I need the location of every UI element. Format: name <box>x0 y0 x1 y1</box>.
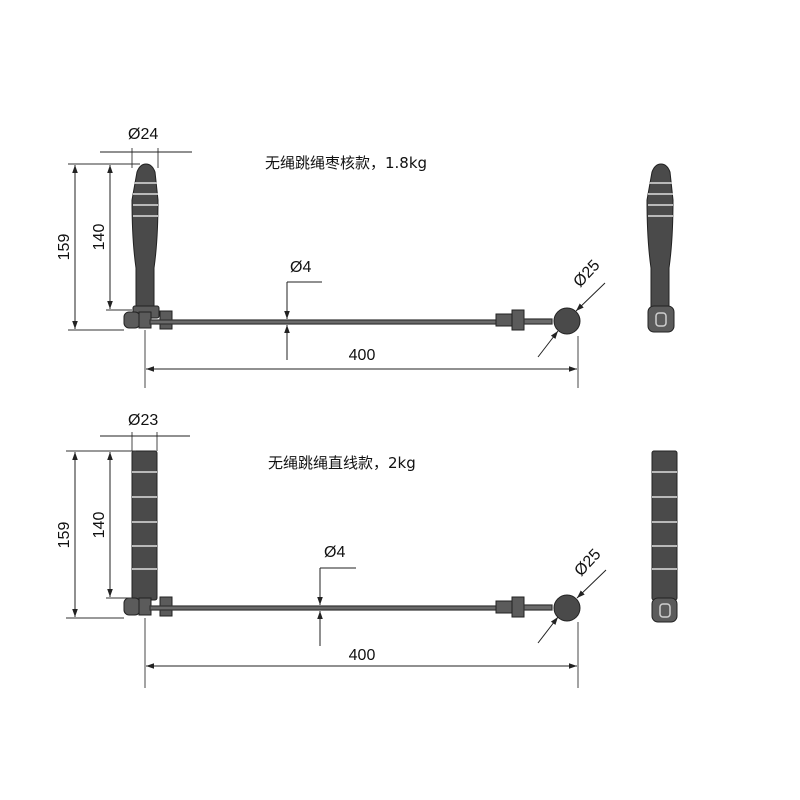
upper-dim-ball-diameter: Ø25 <box>570 257 603 291</box>
upper-ball <box>553 307 581 335</box>
lower-dim-rope-diameter: Ø4 <box>324 544 345 561</box>
upper-title: 无绳跳绳枣核款，1.8kg <box>265 154 427 172</box>
upper-dim-grip-height: 140 <box>91 224 108 251</box>
lower-handle <box>131 450 158 601</box>
lower-dim-grip-diameter: Ø23 <box>128 412 158 429</box>
lower-rope-assembly <box>123 594 581 622</box>
upper-handle <box>131 163 160 319</box>
upper-drawing: 无绳跳绳枣核款，1.8kg <box>56 126 675 388</box>
upper-dim-grip-diameter: Ø24 <box>128 126 158 143</box>
upper-rope-assembly <box>123 307 581 335</box>
upper-dim-length: 400 <box>349 347 376 364</box>
upper-side-view <box>646 163 675 333</box>
lower-side-view <box>651 450 678 623</box>
lower-dim-ball-diameter: Ø25 <box>571 546 604 580</box>
lower-title: 无绳跳绳直线款，2kg <box>268 454 416 472</box>
lower-dim-length: 400 <box>349 647 376 664</box>
upper-dim-rope-diameter: Ø4 <box>290 259 311 276</box>
lower-ball <box>553 594 581 622</box>
lower-dim-total-height: 159 <box>56 522 73 549</box>
lower-dim-grip-height: 140 <box>91 512 108 539</box>
lower-drawing: 无绳跳绳直线款，2kg <box>56 412 678 688</box>
upper-dim-total-height: 159 <box>56 234 73 261</box>
